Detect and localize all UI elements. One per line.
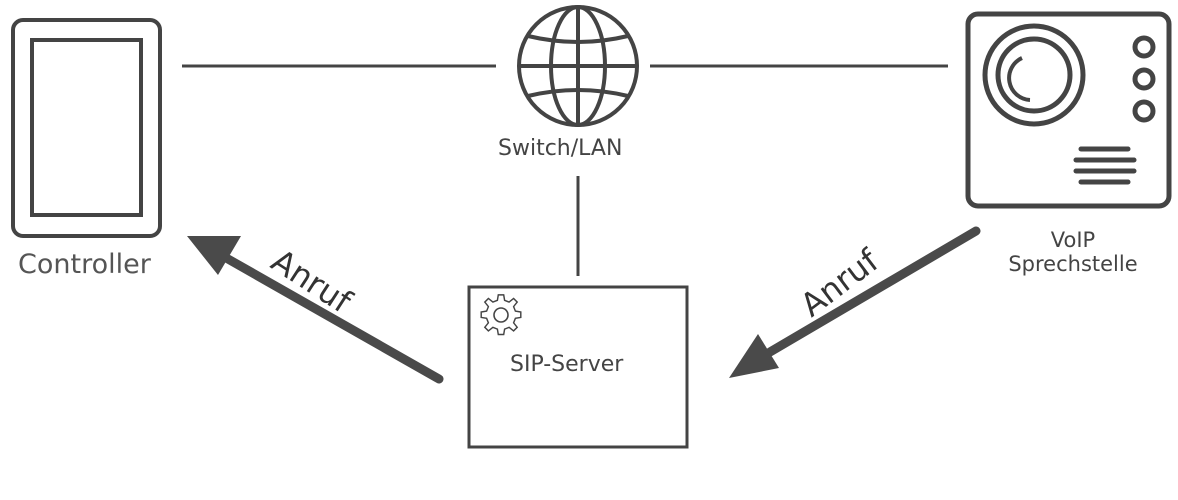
globe-icon: [517, 5, 639, 127]
arrow-to-sip-server: [729, 226, 981, 378]
sip-server-label: SIP-Server: [510, 352, 624, 377]
controller-label: Controller: [18, 249, 151, 280]
sip-server-box: [467, 285, 689, 449]
voip-label-line2: Sprechstelle: [1008, 252, 1138, 277]
voip-label-line1: VoIP: [1050, 228, 1096, 252]
gear-icon: [480, 294, 522, 336]
door-intercom-icon: [965, 11, 1172, 209]
tablet-icon: [11, 18, 162, 238]
switch-label: Switch/LAN: [498, 136, 623, 161]
voip-label: VoIP Sprechstelle: [978, 228, 1168, 276]
arrow-to-controller: [187, 236, 444, 384]
